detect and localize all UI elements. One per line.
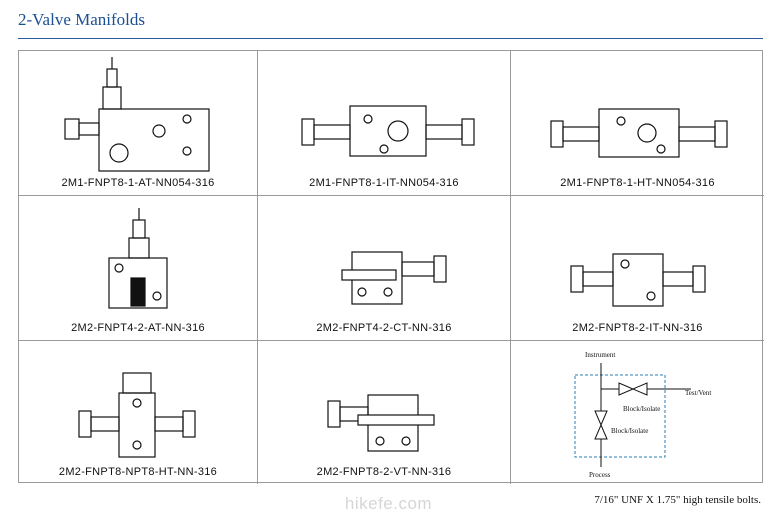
title-divider [18, 38, 763, 39]
schematic-diagram-icon: Instrument Test/Vent Block/Isolate Block… [574, 351, 711, 479]
manifold-cell-4: 2M2-FNPT4-2-AT-NN-316 [19, 196, 258, 341]
manifold-2-at-icon [108, 208, 168, 309]
manifold-cell-5: 2M2-FNPT4-2-CT-NN-316 [258, 196, 511, 341]
watermark-text: hikefe.com [344, 494, 433, 513]
manifold-grid: 2M1-FNPT8-1-AT-NN054-316 2M1-FNPT8-1-IT-… [18, 50, 764, 484]
schematic-block-isolate-label-1: Block/Isolate [623, 405, 660, 413]
manifold-label: 2M2-FNPT8-2-IT-NN-316 [572, 322, 703, 334]
schematic-cell: Instrument Test/Vent Block/Isolate Block… [511, 341, 764, 484]
footnote-text: 7/16" UNF X 1.75" high tensile bolts. [594, 494, 761, 506]
manifold-label: 2M2-FNPT8-2-VT-NN-316 [316, 466, 452, 478]
manifold-label: 2M2-FNPT8-NPT8-HT-NN-316 [58, 466, 218, 478]
manifold-label: 2M2-FNPT4-2-CT-NN-316 [316, 322, 452, 334]
manifold-1-ht-icon [550, 108, 728, 158]
manifold-label: 2M1-FNPT8-1-IT-NN054-316 [309, 177, 459, 189]
manifold-1-at-icon [64, 57, 210, 172]
manifold-2-it-icon [570, 253, 706, 307]
manifold-1-it-icon [301, 105, 475, 157]
manifold-cell-8: 2M2-FNPT8-2-VT-NN-316 [258, 341, 511, 484]
manifold-cell-7: 2M2-FNPT8-NPT8-HT-NN-316 [19, 341, 258, 484]
manifold-cell-6: 2M2-FNPT8-2-IT-NN-316 [511, 196, 764, 341]
manifold-2-vt-icon [327, 394, 435, 452]
page-title: 2-Valve Manifolds [18, 10, 146, 29]
manifold-label: 2M1-FNPT8-1-AT-NN054-316 [61, 177, 215, 189]
schematic-block-isolate-label-2: Block/Isolate [611, 427, 648, 435]
manifold-label: 2M2-FNPT4-2-AT-NN-316 [71, 322, 205, 334]
schematic-test-vent-label: Test/Vent [685, 389, 711, 397]
manifold-label: 2M1-FNPT8-1-HT-NN054-316 [560, 177, 715, 189]
manifold-cell-2: 2M1-FNPT8-1-IT-NN054-316 [258, 51, 511, 196]
schematic-instrument-label: Instrument [585, 351, 615, 359]
schematic-process-label: Process [589, 471, 611, 479]
manifold-2-ct-icon [341, 251, 447, 305]
manifold-cell-1: 2M1-FNPT8-1-AT-NN054-316 [19, 51, 258, 196]
manifold-npt8-ht-icon [78, 372, 196, 458]
manifold-cell-3: 2M1-FNPT8-1-HT-NN054-316 [511, 51, 764, 196]
